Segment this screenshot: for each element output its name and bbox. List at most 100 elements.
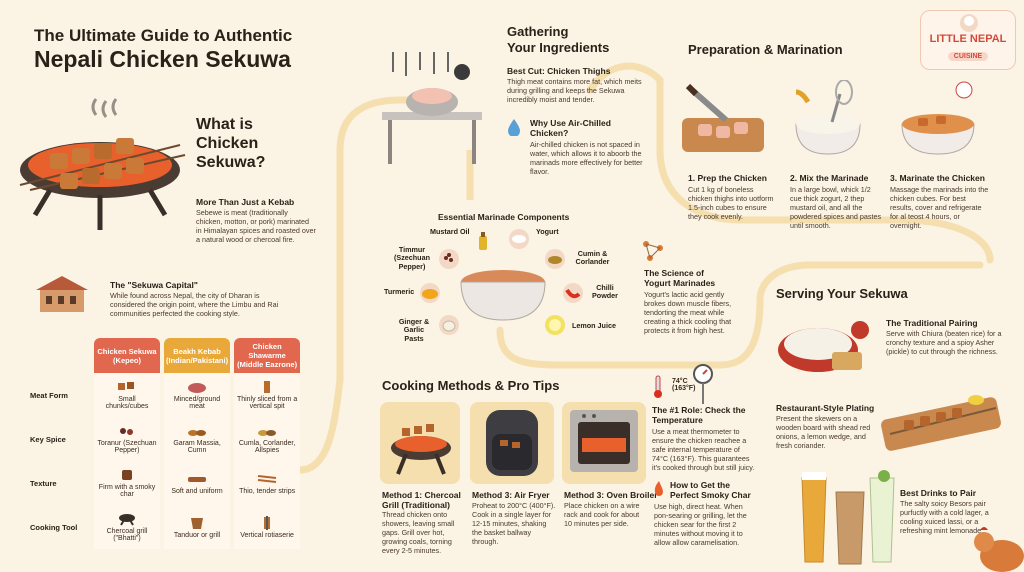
cell-text: Small chunks/cubes [105, 396, 149, 410]
char-title: How to Get the Perfect Smoky Char [670, 480, 751, 500]
method-1-title: Method 1: Chercoal Grill (Traditional) [382, 490, 461, 510]
cell-text: Garam Massia, Cumn [173, 440, 221, 454]
tandoor-icon [191, 517, 204, 529]
char-body: Use high, direct heat. When pon-searing … [654, 502, 747, 547]
marinating-bowl-illustration [901, 81, 975, 155]
marinade-chilli: Chilli Powder [592, 283, 618, 301]
flame-icon [654, 481, 663, 496]
page-title-line2: Nepali Chicken Sekuwa [34, 46, 291, 72]
water-drop-icon [508, 119, 520, 136]
science-body: Yogurt's lactic acid gently brokes down … [644, 290, 732, 335]
cumin-bowl-icon [545, 249, 565, 269]
meat-strips-icon [257, 474, 277, 483]
table-cell: Thinly sliced from a vertical spit [234, 373, 301, 417]
kitchen-counter-illustration [382, 52, 482, 164]
table-row: Cooking Tool Chercoal grill ("Bhatti") T… [28, 505, 301, 549]
table-header-sekuwa: Chicken Sekuwa (Kepeo) [94, 338, 160, 373]
prep-step-2-body: In a large bowl, whick 1/2 cue thick zog… [790, 185, 882, 230]
science-title: The Science of Yogurt Marinades [644, 268, 716, 288]
prep-heading: Preparation & Marination [688, 42, 843, 57]
molecule-icon [643, 241, 663, 261]
marinade-ginger-garlic: Ginger & Garlic Pasts [398, 317, 430, 343]
marinade-turmeric: Turmeric [384, 287, 415, 296]
grill-icon [119, 514, 135, 526]
table-row: Texture Firm with a smoky char Soft and … [28, 461, 301, 505]
method-3-title: Method 3: Oven Broiler [564, 490, 658, 500]
cell-text: Firm with a smoky char [98, 484, 156, 498]
serving-item-2-body: Present the skewers on a wooden board wi… [776, 414, 871, 450]
row-label: Key Spice [30, 434, 66, 444]
table-row: Meat Form Small chunks/cubes Minced/grou… [28, 373, 301, 417]
capital-subheading: The "Sekuwa Capital" [110, 280, 198, 290]
prep-step-1-body: Cut 1 kg of boneless chicken thighs into… [688, 185, 774, 221]
comparison-table: Chicken Sekuwa (Kepeo) Beakh Kebab (Indi… [24, 338, 304, 549]
turmeric-icon [420, 283, 440, 303]
gathering-heading: Gathering Your Ingredients [507, 24, 627, 55]
gathering-heading-line1: Gathering [507, 24, 569, 39]
logo-subtext: CUISINE [947, 52, 989, 61]
house-icon [36, 276, 88, 312]
table-cell: Vertical rotiaserie [234, 505, 301, 549]
cell-text: Vertical rotiaserie [240, 531, 294, 539]
skewer-board-illustration [881, 395, 1001, 451]
marinade-lemon: Lemon Juice [572, 321, 616, 330]
table-corner [28, 338, 90, 373]
chilli-icon [563, 283, 583, 303]
why-title: Why Use Air-Chilled Chicken? [530, 118, 611, 138]
capital-body: While found across Nepal, the city of Dh… [110, 291, 279, 318]
table-cell: Thio, tender strips [234, 461, 301, 505]
serving-item-3-title: Best Drinks to Pair [900, 488, 977, 498]
rule-body: Use a meat thermometer to ensure the chi… [652, 427, 755, 472]
rule-title: The #1 Role: Check the Temperature [652, 405, 746, 425]
why-body: Air-chilled chicken is not spaced in wat… [530, 140, 643, 176]
gathering-heading-line2: Your Ingredients [507, 39, 610, 55]
serving-item-1-body: Serve with Chiura (beaten rice) for a cr… [886, 329, 1002, 356]
prep-step-1-title: 1. Prep the Chicken [688, 173, 767, 183]
chef-hat-icon [960, 14, 978, 32]
logo-text: LITTLE NEPAL [929, 33, 1007, 45]
marinade-yogurt: Yogurt [536, 227, 559, 236]
what-body: Sebewe is meat (traditionally chicken, m… [196, 208, 316, 244]
cell-text: Thinly sliced from a vertical spit [236, 396, 298, 410]
rotisserie-icon [264, 515, 271, 530]
table-header-kebab: Beakh Kebab (Indian/Pakistani) [164, 338, 231, 373]
marinade-cumin: Cumin & Corlander [575, 249, 610, 267]
serving-item-3-body: The salty soicy Besors pair purfuctly wi… [900, 499, 989, 535]
serving-item-1-title: The Traditional Pairing [886, 318, 978, 328]
thermometer-icon [654, 375, 662, 398]
marinade-heading: Essential Marinade Components [438, 212, 570, 222]
row-label: Texture [30, 478, 57, 488]
table-cell: Small chunks/cubes [94, 373, 160, 417]
table-cell: Cumla, Corlander, Allspies [234, 417, 301, 461]
pepper-bowl-icon [439, 249, 459, 269]
table-cell: Garam Massia, Cumn [164, 417, 231, 461]
row-label: Cooking Tool [30, 522, 78, 532]
table-cell: Tanduor or grill [164, 505, 231, 549]
prep-step-3-body: Massage the marinads into the chicken cu… [890, 185, 989, 230]
oven-icon [570, 410, 638, 472]
page-title-line1: The Ultimate Guide to Authentic [34, 26, 293, 45]
charcoal-grill-illustration [19, 98, 186, 230]
kebab-roll-icon [188, 476, 207, 482]
spice-pile-icon [188, 430, 207, 436]
air-fryer-icon [486, 410, 538, 476]
lemon-icon [545, 315, 565, 335]
prep-step-2-title: 2. Mix the Marinade [790, 173, 869, 183]
method-2-body: Proheat to 200°C (400°F). Cook in a sing… [472, 501, 556, 546]
brand-logo[interactable]: LITTLE NEPAL CUISINE [920, 10, 1016, 70]
cell-text: Tanduor or grill [173, 531, 221, 539]
method-3-body: Place chicken on a wire rack and cook fo… [564, 501, 640, 528]
marinade-bowl-icon [460, 270, 546, 321]
thermo-label: 74°C (163°F) [672, 378, 696, 392]
row-label: Meat Form [30, 390, 68, 400]
serving-item-2-title: Restaurant-Style Plating [776, 403, 875, 413]
garlic-icon [439, 315, 459, 335]
serving-heading: Serving Your Sekuwa [776, 286, 908, 301]
cell-text: Toranur (Szechuan Pepper) [97, 440, 157, 454]
table-cell: Toranur (Szechuan Pepper) [94, 417, 160, 461]
table-cell: Soft and uniform [164, 461, 231, 505]
method-1-body: Thread chicken onto showers, leaving sma… [382, 510, 455, 555]
grill-method-icon [391, 424, 451, 475]
table-cell: Chercoal grill ("Bhatti") [94, 505, 160, 549]
meat-thermometer-icon [693, 364, 713, 404]
